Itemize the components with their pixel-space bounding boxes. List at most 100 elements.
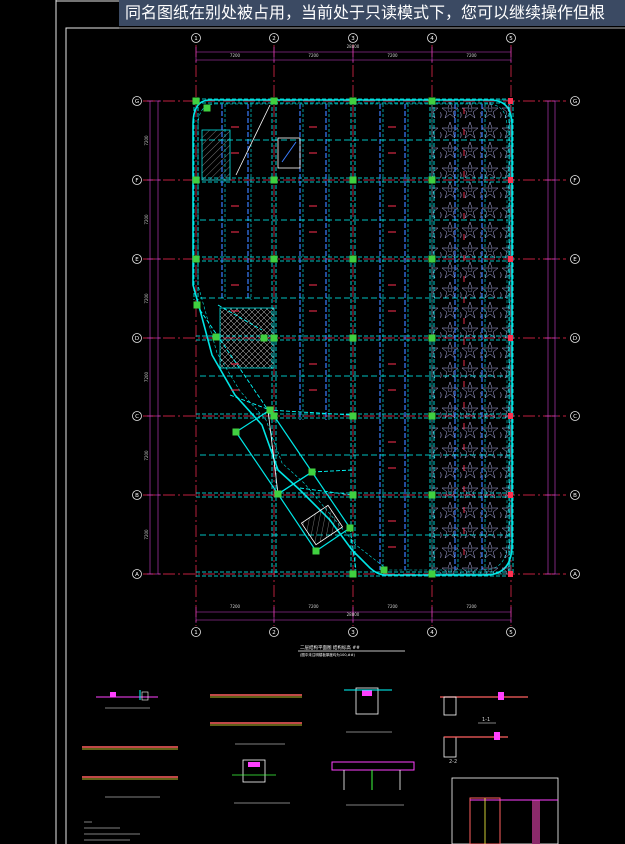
axis-bubble-top-4-circle [427, 33, 437, 43]
plan-title: 二层结构平面图 结构标高 ## [300, 644, 360, 651]
column [428, 570, 436, 578]
dim-total-bottom: 28800 [347, 612, 360, 617]
column-edge [508, 256, 513, 262]
axis-bubble-left-E-circle [132, 254, 142, 264]
axis-bubble-left-F-label: F [135, 178, 138, 184]
axis-bubble-right-D-circle [570, 333, 580, 343]
column [428, 412, 436, 420]
axis-bubble-left-A: A [132, 569, 142, 579]
beam [349, 527, 357, 571]
hatched-slab-zone [432, 100, 510, 574]
axis-bubble-left-G: G [132, 96, 142, 106]
dim-label-top: 7200 [308, 53, 319, 58]
drawing-frame [55, 0, 625, 844]
column [428, 255, 436, 263]
axis-bubble-top-3-label: 3 [351, 36, 355, 42]
axis-bubble-top-4: 4 [427, 33, 437, 43]
axis-bubble-left-D-label: D [135, 336, 139, 342]
axis-bubble-right-E: E [570, 254, 580, 264]
axis-bubble-bottom-1-label: 1 [194, 630, 198, 636]
dim-label-left: 7200 [144, 135, 149, 146]
section-2-label: 2-2 [449, 759, 457, 765]
axis-bubble-right-A-circle [570, 569, 580, 579]
column [203, 104, 211, 112]
axis-bubble-left-C: C [132, 411, 142, 421]
axis-bubble-left-B-label: B [135, 493, 139, 499]
axis-bubble-right-C: C [570, 411, 580, 421]
axis-bubble-bottom-3-label: 3 [351, 630, 355, 636]
column-edge [508, 177, 513, 183]
column [232, 428, 240, 436]
axis-bubble-top-5-circle [506, 33, 516, 43]
plan-subtitle: (图中未注明楼板厚度均为100,##) [300, 652, 356, 657]
readonly-warning-banner: 同名图纸在别处被占用，当前处于只读模式下，您可以继续操作但根 [119, 0, 625, 26]
column [428, 491, 436, 499]
dimension-lines: 7200720072007200720072007200720028800288… [144, 44, 558, 623]
column [192, 255, 200, 263]
axis-bubble-bottom-2-circle [269, 627, 279, 637]
section-1-label: 1-1 [482, 717, 490, 723]
axis-bubble-right-E-circle [570, 254, 580, 264]
axis-bubble-top-1-label: 1 [194, 36, 198, 42]
axis-bubble-bottom-4-label: 4 [430, 630, 434, 636]
column [270, 176, 278, 184]
axis-bubble-bottom-1: 1 [191, 627, 201, 637]
axis-bubble-right-A: A [570, 569, 580, 579]
column [428, 97, 436, 105]
axis-bubble-top-2-label: 2 [272, 36, 276, 42]
axis-bubble-bottom-3-circle [348, 627, 358, 637]
column [349, 176, 357, 184]
axis-bubble-left-D: D [132, 333, 142, 343]
axis-bubble-left-E-label: E [135, 257, 139, 263]
axis-bubble-left-C-circle [132, 411, 142, 421]
dim-label-bottom: 7200 [466, 604, 477, 609]
column [270, 412, 278, 420]
column [212, 333, 220, 341]
column [312, 547, 320, 555]
axis-bubble-right-D: D [570, 333, 580, 343]
column [192, 97, 200, 105]
axis-bubble-left-B: B [132, 490, 142, 500]
column [270, 97, 278, 105]
column-edge [508, 571, 513, 577]
column [428, 176, 436, 184]
axis-bubble-left-A-label: A [135, 572, 139, 578]
beam [311, 469, 353, 473]
axis-bubble-top-2: 2 [269, 33, 279, 43]
column [346, 524, 354, 532]
dim-label-bottom: 7200 [387, 604, 398, 609]
dim-label-bottom: 7200 [308, 604, 319, 609]
axis-bubble-right-G-circle [570, 96, 580, 106]
dim-label-top: 7200 [387, 53, 398, 58]
detail-sketches: 1-1 2-2 [82, 687, 559, 844]
axis-bubble-top-4-label: 4 [430, 36, 434, 42]
axis-bubble-top-5-label: 5 [509, 36, 513, 42]
axis-bubble-top-1: 1 [191, 33, 201, 43]
column [349, 412, 357, 420]
axis-bubble-right-D-label: D [573, 336, 577, 342]
axis-bubble-left-F: F [132, 175, 142, 185]
column [270, 334, 278, 342]
axis-bubble-right-C-circle [570, 411, 580, 421]
axis-bubble-right-C-label: C [573, 414, 577, 420]
beam [299, 487, 353, 496]
axis-bubble-right-A-label: A [573, 572, 577, 578]
axis-bubble-left-F-circle [132, 175, 142, 185]
dim-label-top: 7200 [230, 53, 241, 58]
column-edge [508, 413, 513, 419]
axis-bubble-left-C-label: C [135, 414, 139, 420]
axis-bubble-top-5: 5 [506, 33, 516, 43]
axis-bubble-left-E: E [132, 254, 142, 264]
axis-bubble-right-F-label: F [573, 178, 576, 184]
axis-bubble-bottom-3: 3 [348, 627, 358, 637]
axis-bubble-right-G-label: G [573, 99, 577, 105]
column [193, 301, 201, 309]
axis-bubble-right-G: G [570, 96, 580, 106]
plan-title-block: 二层结构平面图 结构标高 ## (图中未注明楼板厚度均为100,##) [298, 644, 405, 657]
column [380, 566, 388, 574]
axis-bubble-right-B-label: B [573, 493, 577, 499]
axis-bubble-left-A-circle [132, 569, 142, 579]
stair-hatch [201, 129, 231, 181]
axis-bubble-right-F: F [570, 175, 580, 185]
